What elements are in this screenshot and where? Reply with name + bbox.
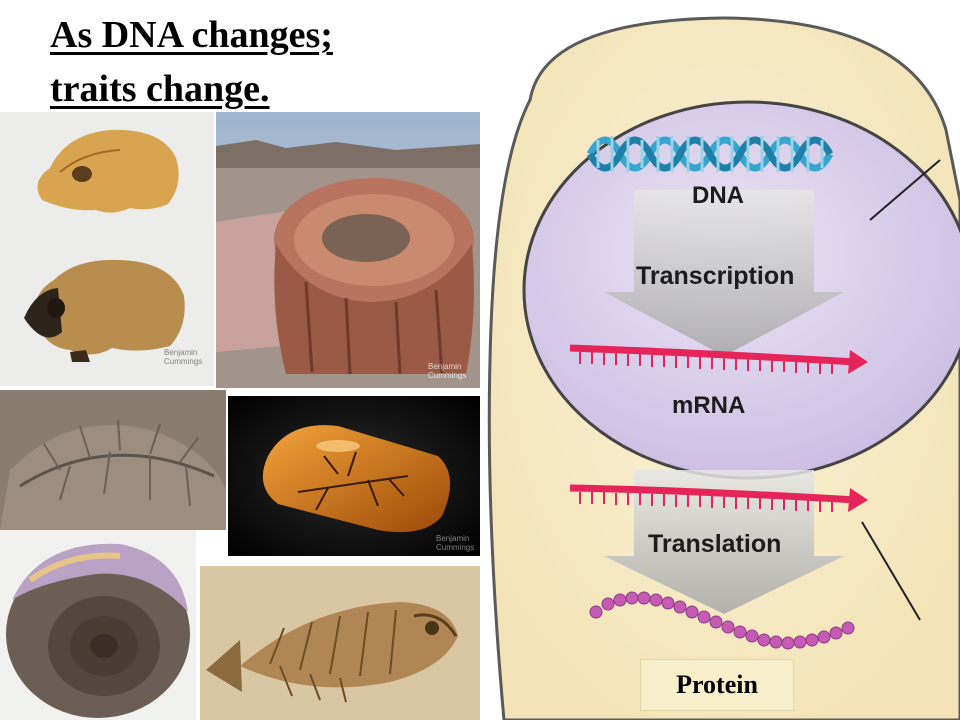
protein-chain-icon <box>589 591 855 650</box>
mrna-strand-cytoplasm <box>569 484 868 512</box>
mrna-strand-nucleus <box>569 344 868 374</box>
protein-label-box: Protein <box>640 659 794 711</box>
transcription-arrow <box>604 190 844 356</box>
title-line-2: traits change. <box>50 68 270 110</box>
protein-label: Protein <box>676 670 758 699</box>
amber-watermark: Benjamin Cummings <box>436 534 475 552</box>
transcription-label: Transcription <box>636 262 795 290</box>
petrified-wood-watermark: Benjamin Cummings <box>428 362 467 380</box>
mrna-label: mRNA <box>672 392 746 419</box>
dna-label: DNA <box>692 182 744 209</box>
cytoplasm-pointer-line <box>861 521 921 621</box>
skulls-watermark: Benjamin Cummings <box>164 348 203 366</box>
skull-fossils-photo: Benjamin Cummings <box>0 112 214 386</box>
ammonite-fossil-photo <box>0 530 196 720</box>
leaf-fossil-photo <box>0 390 226 530</box>
fish-fossil-photo <box>200 566 480 720</box>
slide-title: As DNA changes; traits change. <box>50 8 333 116</box>
petrified-wood-photo: Benjamin Cummings <box>216 112 480 388</box>
translation-label: Translation <box>648 530 782 558</box>
amber-fossil-photo: Benjamin Cummings <box>228 396 480 556</box>
title-line-1: As DNA changes; <box>50 14 333 56</box>
dna-helix-icon <box>586 136 834 172</box>
gene-expression-diagram <box>484 0 960 720</box>
nucleus-pointer-line <box>869 159 941 221</box>
